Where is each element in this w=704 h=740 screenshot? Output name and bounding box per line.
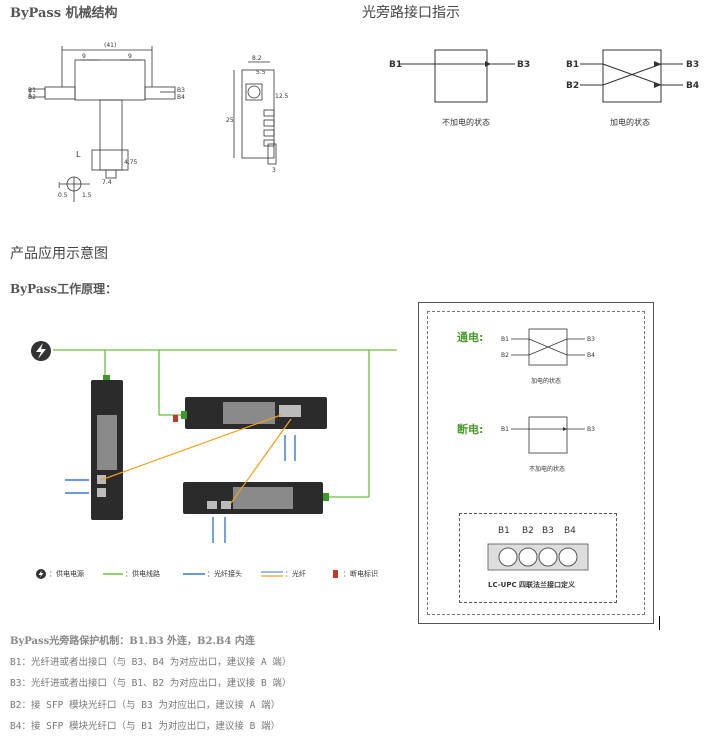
mech-b4: B4 [177,94,185,101]
power-source-icon [31,341,51,361]
indicator-box-on [602,49,662,103]
ind-right-out-bottom: B4 [686,81,699,91]
mech-right-plug [144,86,176,100]
legend-fiber-connector-icon [183,573,205,575]
lc-upc-port-box: B1 B2 B3 B4 LC-UPC 四联法兰接口定义 [459,513,617,603]
legend-fiber-connector-label: ：光纤接头 [207,570,242,578]
description-line-b4: B4：接 SFP 模块光纤口（与 B1 为对应出口，建议接 B 端） [10,721,281,732]
port-label-b3: B3 [542,526,554,536]
dim-I: I [58,181,60,190]
panel-off-out: B3 [587,426,595,433]
top-switch-device [173,397,327,429]
dim-41: (41) [104,42,116,49]
legend-power-off-mark-label: ：断电标识 [343,570,378,578]
panel-on-out-bottom: B4 [587,352,595,359]
ind-left-out: B3 [517,60,530,70]
ind-left-caption: 不加电的状态 [442,117,490,127]
panel-on-diagram: B1 B2 B3 B4 加电的状态 [501,328,595,385]
description-line-b1: B1：光纤进或者出接口（与 B3、B4 为对应出口，建议接 A 端） [10,657,292,668]
dim-9b: 9 [128,53,132,60]
panel-off-in: B1 [501,426,509,433]
panel-on-caption: 加电的状态 [531,377,561,385]
mech-body-top [74,59,146,101]
dim-55: 5.5 [256,69,266,76]
principle-panel: 通电: B1 B2 B3 B4 加电的状态 断电: B1 B3 不加电的状 [418,302,654,624]
port-label-b4: B4 [564,526,576,536]
vertical-switch-device [91,375,123,520]
dim-3: 3 [272,167,276,174]
ind-right-out-top: B3 [686,60,699,70]
ind-right-caption: 加电的状态 [610,117,650,127]
port-label-b1: B1 [498,526,510,536]
panel-off-diagram: B1 B3 不加电的状态 [501,416,595,473]
description-line-b2: B2：接 SFP 模块光纤口（与 B3 为对应出口，建议接 A 端） [10,700,281,711]
legend: ：供电电源 ：供电线路 ：光纤接头 ：光纤 ：断电标识 [35,568,415,582]
ind-right-in-bottom: B2 [566,81,579,91]
mech-b2: B2 [28,94,36,101]
text-cursor [659,616,660,630]
indicator-diagrams: B1 B3 B1 B2 B3 B4 不加电的状态 加电的状态 [389,49,699,127]
fiber-line-2 [230,418,292,504]
legend-fiber-icon [261,571,283,577]
mech-section-title: ByPass 机械结构 [10,6,118,21]
port-label-b2: B2 [522,526,534,536]
application-section-title: 产品应用示意图 [10,246,108,262]
dim-9a: 9 [82,53,86,60]
network-diagram [31,341,397,543]
dim-05: 0.5 [58,192,68,199]
mech-left-tail [29,88,46,98]
fiber-line-1 [100,414,282,481]
mech-left-plug [44,86,76,100]
legend-power-source-icon [36,569,46,579]
description-title: ByPass光旁路保护机制：B1.B3 外连，B2.B4 内连 [10,636,255,647]
mech-b1: B1 [28,87,36,94]
mech-side-body [241,69,275,159]
ind-right-in-top: B1 [566,60,579,70]
dim-74: 7.4 [102,179,112,186]
bottom-switch-device [183,482,329,514]
panel-off-caption: 不加电的状态 [529,465,565,473]
dim-82: 8.2 [252,55,262,62]
description-line-b3: B3：光纤进或者出接口（与 B1、B2 为对应出口，建议接 B 端） [10,678,292,689]
mech-b3: B3 [177,87,185,94]
arrow-off [485,61,491,67]
panel-on-out-top: B3 [587,336,595,343]
panel-on-in-top: B1 [501,336,509,343]
legend-power-off-mark-icon [333,570,338,578]
panel-off-label: 断电: [457,423,484,436]
legend-fiber-label: ：光纤 [285,570,306,578]
principle-subtitle: ByPass工作原理： [10,282,118,296]
ind-left-in: B1 [389,60,402,70]
panel-on-label: 通电: [457,331,484,344]
dim-125: 12.5 [275,93,289,100]
dim-25: 25 [226,117,234,124]
mech-stem [99,99,123,171]
legend-power-line-label: ：供电线路 [125,570,160,578]
lc-upc-flange [487,543,589,571]
panel-inner-border [427,311,645,615]
mechanical-drawing: (41) 9 9 8.2 5.5 25 12.5 3 4.75 7.4 0.5 … [28,42,289,202]
dim-15: 1.5 [82,192,92,199]
lc-upc-caption: LC-UPC 四联法兰接口定义 [488,581,576,589]
indicator-section-title: 光旁路接口指示 [362,5,460,21]
dim-475: 4.75 [124,159,138,166]
panel-on-in-bottom: B2 [501,352,509,359]
legend-power-line-icon [103,573,123,575]
indicator-box-off [434,49,488,103]
dim-L: L [76,150,81,159]
legend-power-source-label: ：供电电源 [49,570,84,578]
